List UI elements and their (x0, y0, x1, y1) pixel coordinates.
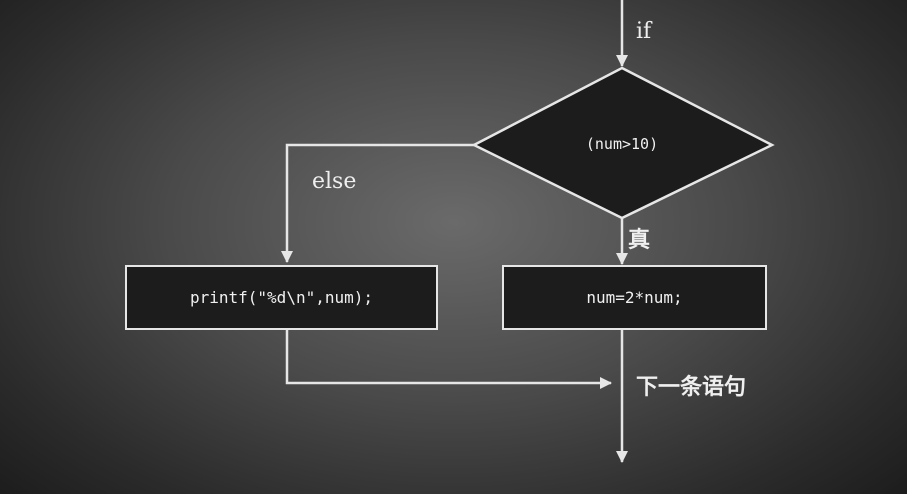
condition-text: (num>10) (585, 135, 659, 153)
else-label: else (312, 169, 357, 194)
true-statement-box: num=2*num; (502, 265, 767, 330)
if-label: if (636, 19, 652, 44)
else-statement-box: printf("%d\n",num); (125, 265, 438, 330)
true-label: 真 (628, 228, 651, 253)
else-branch-line (281, 143, 474, 263)
next-statement-label: 下一条语句 (636, 375, 747, 400)
else-merge-line (285, 330, 612, 389)
